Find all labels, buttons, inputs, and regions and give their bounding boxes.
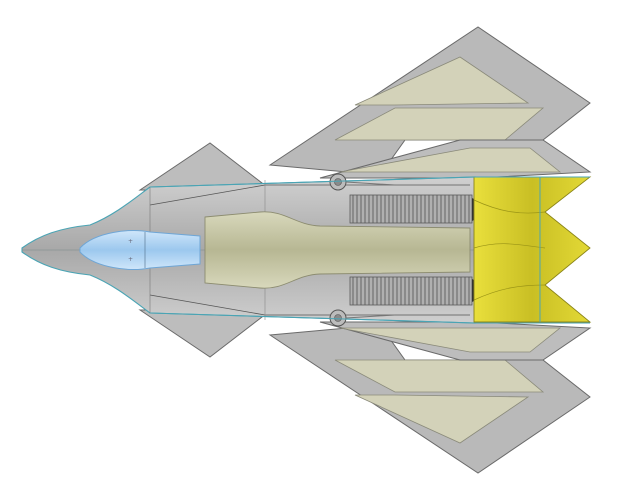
lower-canard — [138, 309, 264, 358]
intake-duct — [204, 211, 471, 289]
upper-canard — [138, 142, 264, 191]
lower-tail — [319, 321, 592, 361]
upper-engine — [329, 173, 482, 224]
svg-text:+: + — [128, 238, 133, 245]
exhaust-nozzle — [473, 176, 592, 323]
upper-tail — [319, 139, 592, 179]
upper-main-wing — [268, 26, 591, 176]
canopy: + + — [79, 230, 201, 270]
edge-lines — [149, 176, 590, 324]
svg-text:+: + — [128, 256, 133, 263]
